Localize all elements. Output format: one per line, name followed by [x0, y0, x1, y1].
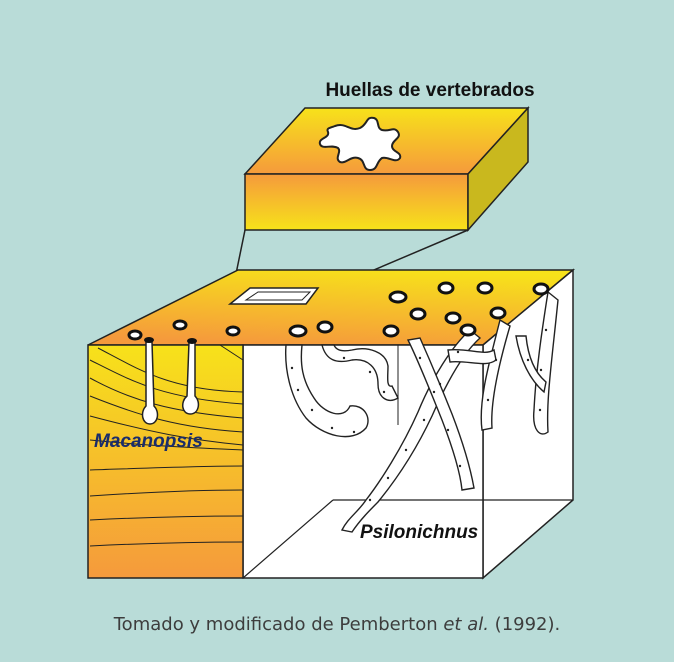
inset-front-face [244, 173, 469, 231]
diagram-title: Huellas de vertebrados [325, 80, 534, 101]
caption-suffix: (1992). [488, 614, 561, 635]
footprint-icon [318, 116, 402, 172]
macanopsis-burrow-2 [182, 341, 200, 415]
cross-bedding-lines [89, 344, 244, 547]
macanopsis-label: Macanopsis [94, 431, 203, 452]
caption-prefix: Tomado y modificado de Pemberton [113, 614, 444, 635]
psilonichnus-burrows [284, 290, 559, 533]
psilonichnus-label: Psilonichnus [360, 522, 478, 543]
figure-caption: Tomado y modificado de Pemberton et al. … [0, 614, 674, 635]
sediment-block [87, 268, 576, 580]
burrow-lining-dots [290, 328, 548, 502]
footprint-inset-block [243, 106, 530, 232]
macanopsis-burrow-1 [141, 341, 159, 425]
burrow-openings [127, 281, 550, 341]
caption-italic: et al. [443, 614, 489, 635]
inset-side-face [467, 106, 529, 232]
